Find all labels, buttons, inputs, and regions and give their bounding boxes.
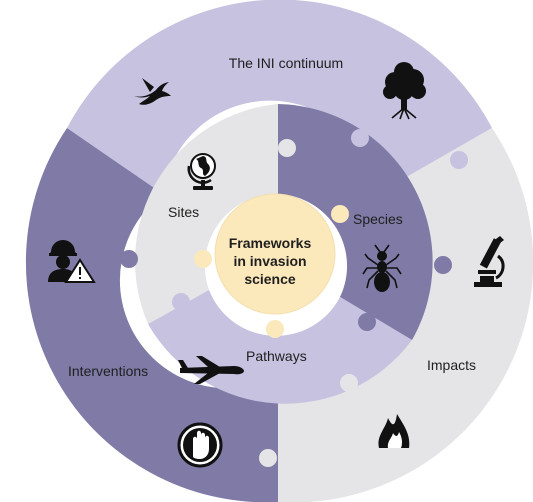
knob-outer-bottom-mid [340,374,358,392]
tree-icon [383,62,426,120]
knob-outer-right [450,151,468,169]
label-sites: Sites [168,204,199,220]
label-impacts: Impacts [427,357,476,373]
knob-inner-left [120,250,138,268]
worker-warning-icon [48,240,96,283]
airplane-icon [178,356,244,384]
knob-center-top-right [331,205,349,223]
inner-segment-sites [135,104,278,324]
knob-outer-left [91,129,109,147]
knob-inner-bottom-right [358,313,376,331]
center-title-line-1: Frameworks [229,235,312,251]
knob-center-bottom [266,320,284,338]
knob-inner-top [278,139,296,157]
knob-outer-right-top [351,129,369,147]
bird-icon [134,78,171,105]
outer-segment-interventions [25,128,278,502]
globe-icon [187,153,216,190]
label-ini-continuum: The INI continuum [229,55,343,71]
center-title: Frameworks in invasion science [229,235,312,287]
outer-segment-ini-continuum [67,0,492,194]
inner-segment-species [278,104,433,340]
center-title-line-2: in invasion [233,253,306,269]
ant-icon [362,244,402,292]
knob-center-left [194,250,212,268]
knob-outer-bottom-left [187,387,205,405]
label-interventions: Interventions [68,363,148,379]
knob-inner-right [434,256,452,274]
puzzle-knobs [91,115,468,467]
knob-outer-top-mid [175,115,193,133]
stop-hand-icon [177,422,223,468]
knob-outer-bottom [259,449,277,467]
microscope-icon [474,236,505,287]
center-circle [214,193,336,315]
center-title-line-3: science [244,271,296,287]
label-species: Species [353,211,403,227]
fire-icon [378,414,410,448]
label-pathways: Pathways [246,348,307,364]
knob-inner-bottom-left [172,293,190,311]
